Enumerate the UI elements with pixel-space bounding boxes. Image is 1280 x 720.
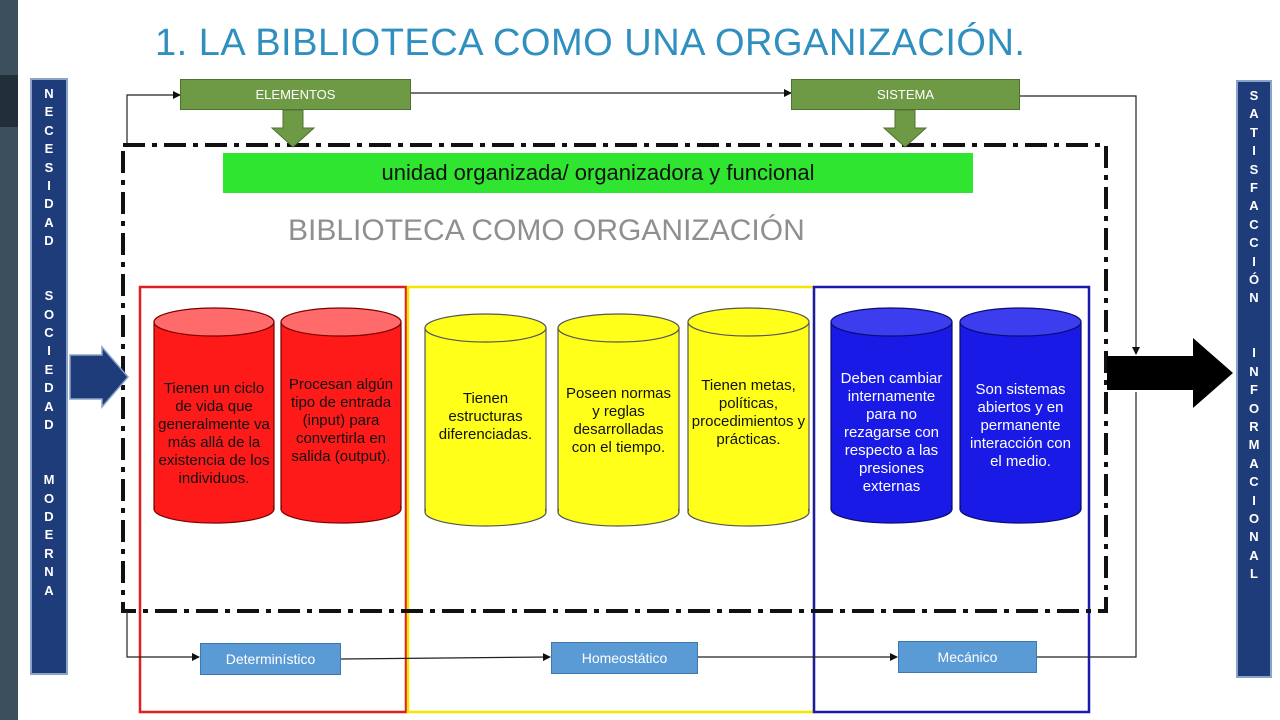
vertical-letter: E: [44, 141, 54, 157]
yellow-cylinder-1: [424, 313, 547, 527]
vertical-letter: R: [1249, 419, 1259, 435]
sistema-to-right-connector: [1020, 95, 1140, 355]
vertical-letter: C: [44, 122, 54, 138]
vertical-letter: O: [43, 306, 55, 322]
vertical-letter: A: [44, 398, 54, 414]
yellow-cylinder-2-text: Poseen normas y reglas desarrolladas con…: [565, 385, 672, 456]
vertical-letter: I: [1252, 492, 1256, 508]
yellow-cylinder-3-text: Tienen metas, políticas, procedimientos …: [691, 377, 806, 448]
vertical-letter: E: [44, 361, 54, 377]
elementos-box: ELEMENTOS: [180, 79, 411, 110]
vertical-letter: S: [1249, 88, 1259, 103]
red-section-frame: [138, 285, 408, 714]
slide-left-tab: [0, 75, 18, 127]
yellow-cylinder-3: [687, 307, 810, 527]
red-cylinder-2: [280, 307, 402, 524]
homeostatico-box: Homeostático: [551, 642, 698, 674]
vertical-letter: C: [1249, 216, 1259, 232]
elementos-down-arrow: [270, 109, 316, 148]
vertical-letter: D: [44, 196, 54, 212]
vertical-letter: A: [44, 582, 54, 598]
vertical-letter: N: [44, 564, 54, 580]
vertical-letter: S: [1249, 161, 1259, 177]
vertical-letter: I: [47, 343, 51, 359]
vertical-letter: E: [44, 104, 54, 120]
vertical-letter: M: [1248, 437, 1260, 453]
vertical-letter: S: [44, 159, 54, 175]
vertical-letter: O: [1248, 400, 1260, 416]
vertical-letter: N: [1249, 529, 1259, 545]
vertical-letter: Ó: [1248, 271, 1260, 287]
vertical-letter: D: [44, 380, 54, 396]
vertical-letter: I: [1252, 345, 1256, 361]
organization-banner: unidad organizada/ organizadora y funcio…: [223, 153, 973, 193]
vertical-letter: I: [47, 177, 51, 193]
top-left-connector: [126, 91, 181, 143]
slide-title: 1. LA BIBLIOTECA COMO UNA ORGANIZACIÓN.: [155, 22, 1026, 64]
red-cylinder-2-text: Procesan algún tipo de entrada (input) p…: [288, 376, 394, 465]
sistema-down-arrow: [882, 109, 928, 148]
vertical-letter: O: [43, 490, 55, 506]
blue-cylinder-1: [830, 307, 953, 524]
vertical-letter: L: [1250, 566, 1258, 582]
mecanico-box: Mecánico: [898, 641, 1037, 673]
vertical-letter: D: [44, 417, 54, 433]
vertical-letter: N: [44, 86, 54, 101]
sistema-box: SISTEMA: [791, 79, 1020, 110]
blue-cylinder-2: [959, 307, 1082, 524]
vertical-letter: O: [1248, 510, 1260, 526]
yellow-cylinder-1-text: Tienen estructuras diferenciadas.: [438, 390, 533, 443]
vertical-letter: N: [1249, 290, 1259, 306]
biblioteca-title: BIBLIOTECA COMO ORGANIZACIÓN: [288, 214, 805, 247]
vertical-letter: A: [1249, 198, 1259, 214]
bottom-right-connector: [1037, 392, 1137, 658]
vertical-letter: C: [1249, 235, 1259, 251]
vertical-letter: I: [1252, 253, 1256, 269]
bottom-left-connector: [126, 611, 200, 661]
vertical-letter: S: [44, 288, 54, 304]
blue-cylinder-2-text: Son sistemas abiertos y en permanente in…: [970, 381, 1071, 470]
slide-left-edge: [0, 0, 18, 720]
yellow-cylinder-2: [557, 313, 680, 527]
vertical-letter: I: [1252, 143, 1256, 159]
blue-cylinder-1-text: Deben cambiar internamente para no rezag…: [840, 370, 943, 495]
vertical-letter: F: [1250, 382, 1258, 398]
vertical-letter: C: [44, 325, 54, 341]
vertical-letter: A: [44, 214, 54, 230]
vertical-letter: R: [44, 545, 54, 561]
vertical-letter: A: [1249, 455, 1259, 471]
vertical-letter: E: [44, 527, 54, 543]
vertical-letter: D: [44, 508, 54, 524]
vertical-letter: A: [1249, 547, 1259, 563]
vertical-letter: F: [1250, 179, 1258, 195]
input-arrow: [69, 344, 129, 410]
red-cylinder-1: [153, 307, 275, 524]
vertical-letter: T: [1250, 124, 1258, 140]
vertical-letter: A: [1249, 106, 1259, 122]
deterministico-box: Determinístico: [200, 643, 341, 675]
vertical-letter: N: [1249, 363, 1259, 379]
vertical-letter: C: [1249, 474, 1259, 490]
blue-section-frame: [812, 285, 1091, 714]
vertical-letter: D: [44, 233, 54, 249]
vertical-letter: M: [43, 472, 55, 488]
output-arrow: [1107, 338, 1233, 408]
deterministico-to-homeostatico-connector: [340, 653, 551, 662]
red-cylinder-1-text: Tienen un ciclo de vida que generalmente…: [158, 380, 270, 487]
